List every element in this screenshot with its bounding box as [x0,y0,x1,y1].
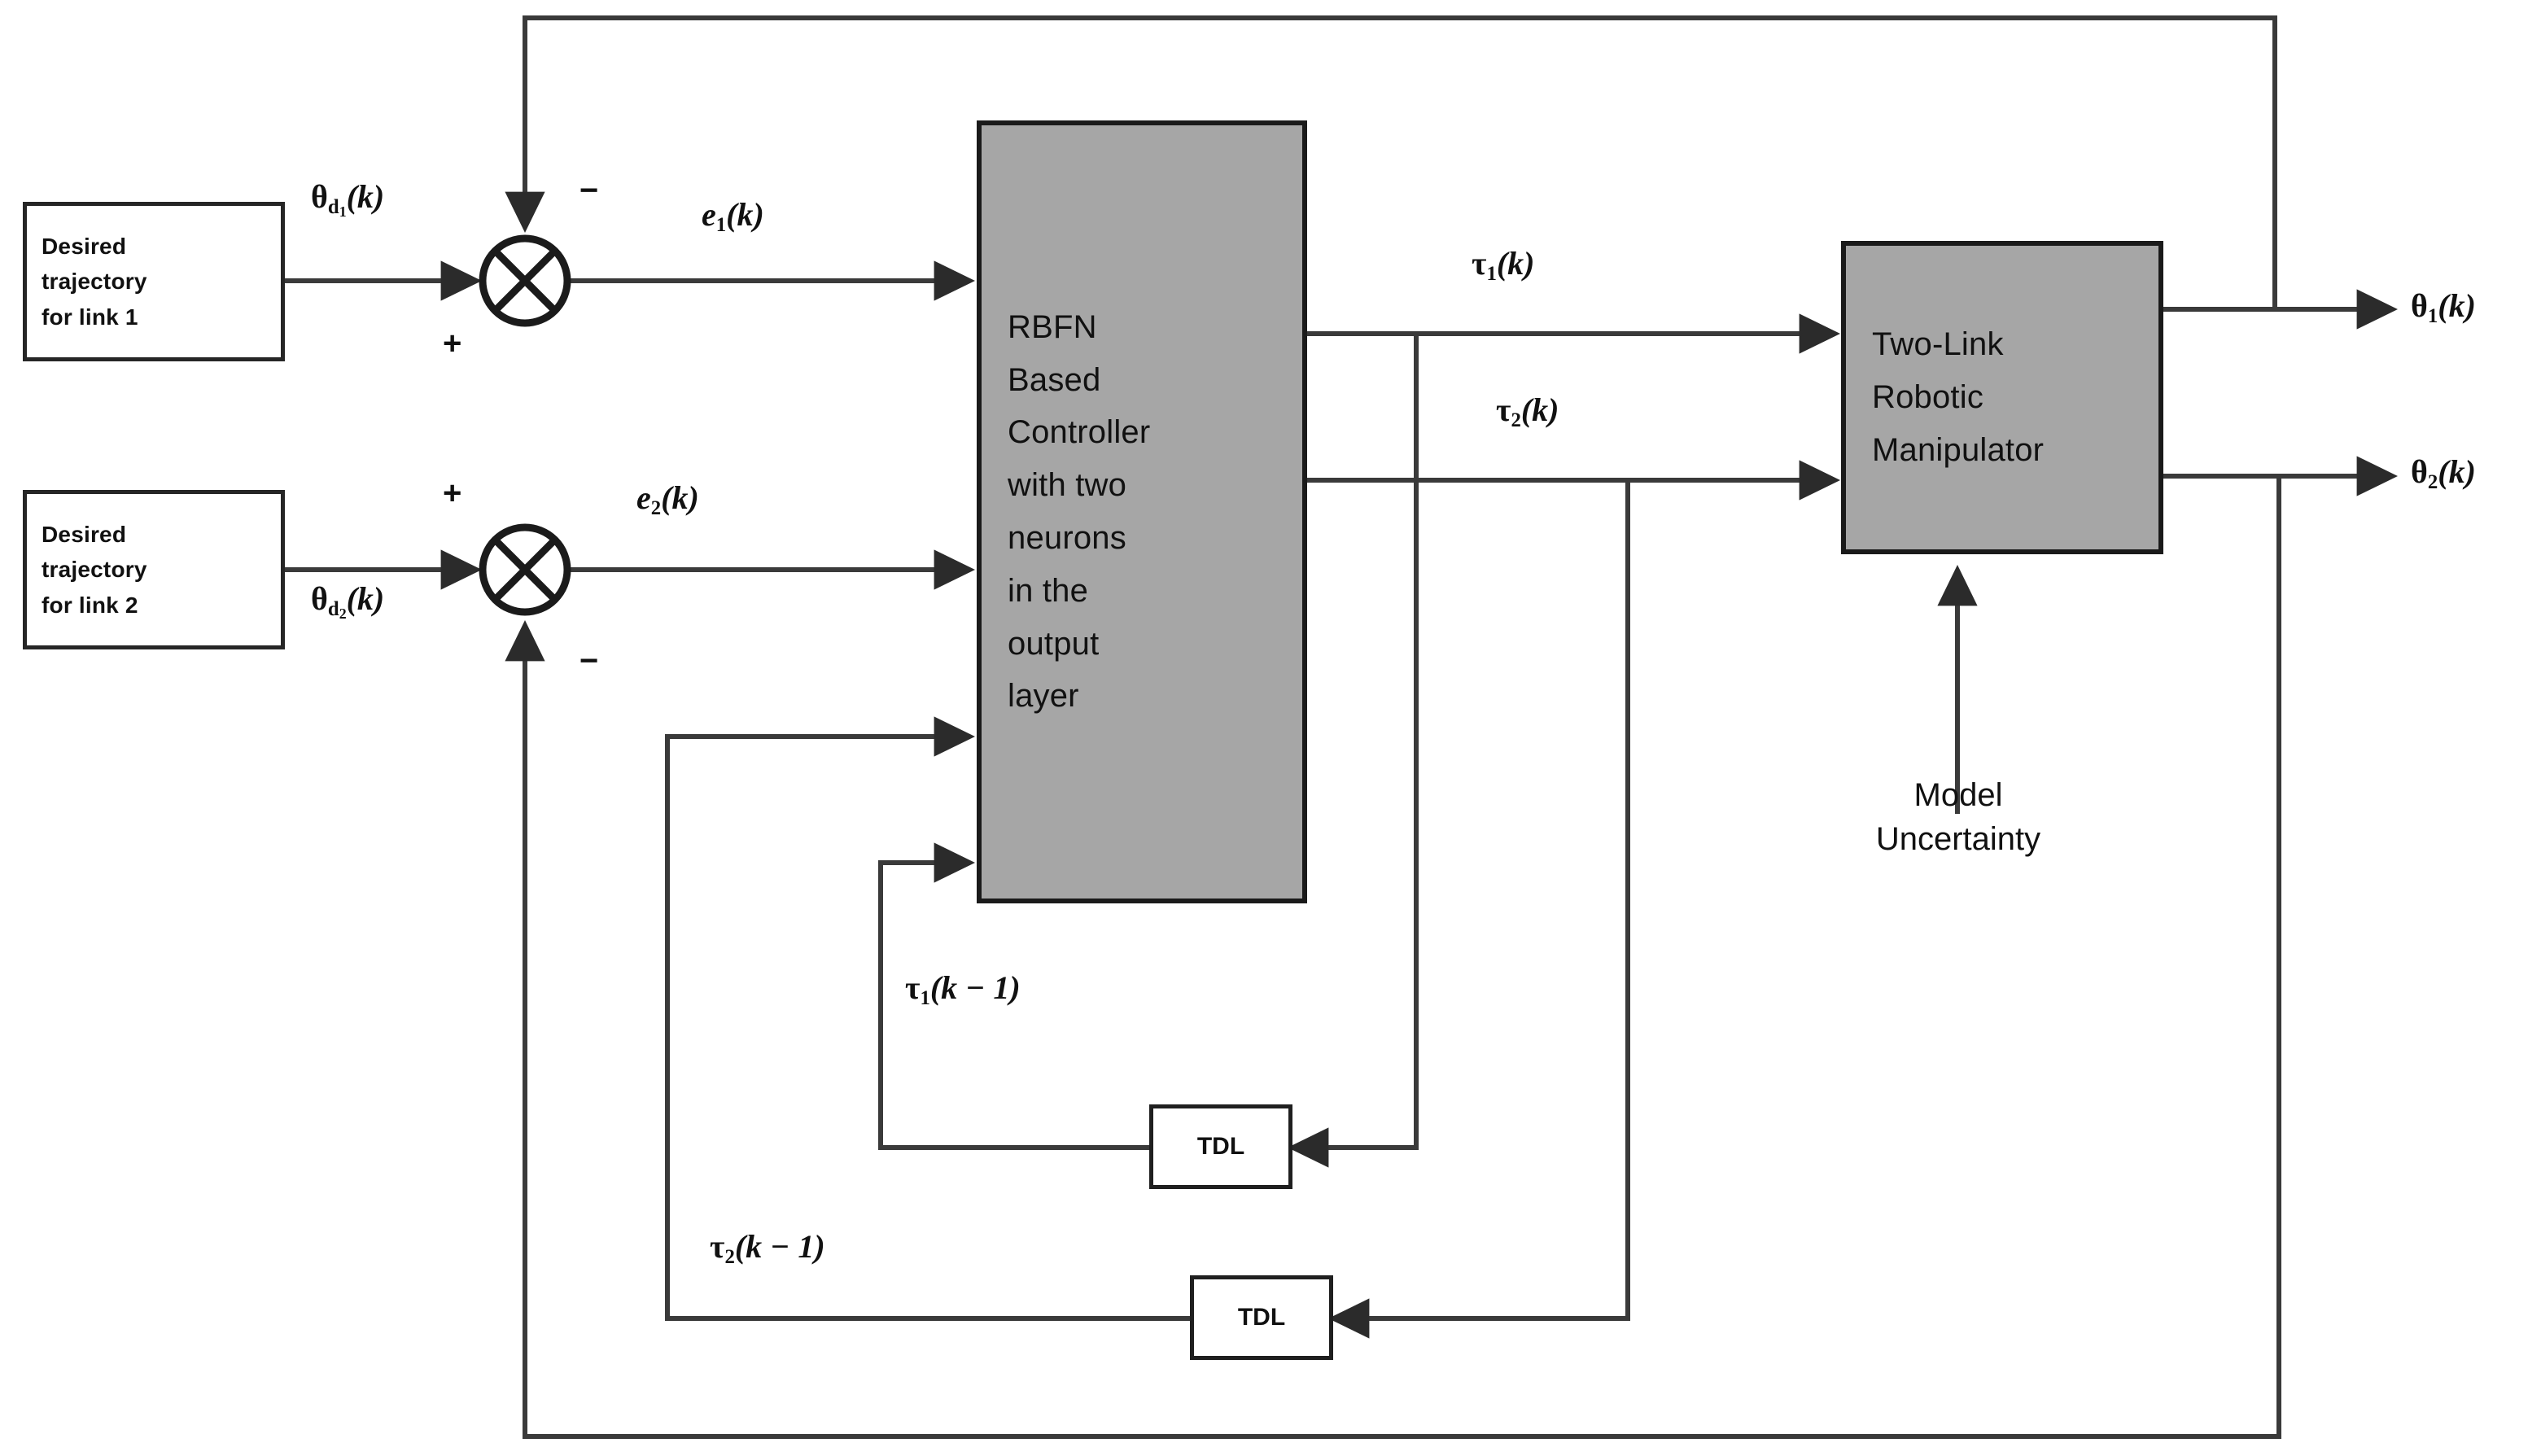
theta1-base: θ [2411,287,2428,324]
e1-base: e [702,196,716,233]
summing-junction-1 [479,234,571,327]
desired-link2-line-3: for link 2 [42,592,138,618]
label-e1: e1(k) [702,195,764,237]
theta2-sub: 2 [2427,470,2438,493]
tau2d-arg: (k − 1) [734,1228,825,1265]
label-tau1: τ1(k) [1472,244,1534,286]
block-desired-trajectory-link1[interactable]: Desired trajectory for link 1 [23,202,285,361]
theta-d1-arg: (k) [346,178,385,215]
wire-tau1-branch-to-tdl1 [1288,334,1419,1168]
desired-link1-line-3: for link 1 [42,304,138,330]
theta-d2-sub: d [327,597,339,620]
label-model-uncertainty: Model Uncertainty [1815,773,2101,861]
theta2-arg: (k) [2438,453,2476,490]
rbfn-line-1: RBFN [1008,308,1097,345]
plant-line-1: Two-Link [1872,326,2004,363]
summing-junction-2 [479,523,571,616]
block-tdl-1[interactable]: TDL [1149,1104,1292,1189]
desired-link2-line-2: trajectory [42,557,147,583]
model-uncertainty-line-1: Model [1913,777,2003,813]
rbfn-line-8: layer [1008,678,1079,715]
rbfn-line-2: Based [1008,361,1101,398]
block-tdl-2[interactable]: TDL [1190,1275,1333,1360]
theta2-base: θ [2411,453,2428,490]
plant-line-3: Manipulator [1872,431,2045,468]
label-theta2-output: θ2(k) [2411,453,2476,494]
desired-link1-line-1: Desired [42,233,127,259]
tau2-base: τ [1496,391,1511,428]
label-theta-d1: θd1(k) [311,177,384,221]
sign-sum1-plus: + [443,326,462,361]
e2-base: e [636,479,651,516]
theta1-sub: 1 [2427,304,2438,327]
block-two-link-robotic-manipulator[interactable]: Two-Link Robotic Manipulator [1841,241,2163,554]
tau2d-sub: 2 [724,1245,735,1268]
tau1d-arg: (k − 1) [929,969,1021,1006]
label-tau1-delayed: τ1(k − 1) [905,968,1021,1010]
e2-arg: (k) [661,479,699,516]
e1-arg: (k) [726,196,764,233]
label-tau2-delayed: τ2(k − 1) [710,1227,825,1269]
rbfn-line-6: in the [1008,572,1089,609]
label-tau2: τ2(k) [1496,391,1559,432]
rbfn-line-5: neurons [1008,520,1126,556]
wire-theta1-feedback-top [505,15,2277,309]
theta-d2-base: θ [311,580,328,617]
sign-sum2-minus: − [579,643,599,679]
sign-sum2-plus: + [443,475,462,511]
desired-link2-line-1: Desired [42,521,127,547]
theta-d2-arg: (k) [346,580,385,617]
tau1d-sub: 1 [920,986,930,1009]
label-e2: e2(k) [636,479,699,520]
theta-d2-subsub: 2 [339,605,347,622]
wire-theta2-feedback-bottom [505,476,2281,1439]
model-uncertainty-line-2: Uncertainty [1875,821,2041,857]
tau1-sub: 1 [1486,262,1497,285]
tau2d-base: τ [710,1228,725,1265]
tau1-arg: (k) [1496,245,1535,282]
block-rbfn-controller[interactable]: RBFN Based Controller with two neurons i… [977,120,1307,903]
tau2-sub: 2 [1511,409,1521,431]
e1-sub: 1 [715,213,727,236]
label-theta-d2: θd2(k) [311,579,384,623]
label-theta1-output: θ1(k) [2411,286,2476,328]
tau2-arg: (k) [1520,391,1559,428]
rbfn-line-3: Controller [1008,414,1151,451]
desired-link1-line-2: trajectory [42,269,147,295]
rbfn-line-7: output [1008,625,1100,662]
tau1d-base: τ [905,969,921,1006]
tdl1-label: TDL [1196,1133,1245,1160]
theta-d1-subsub: 1 [339,203,347,220]
plant-line-2: Robotic [1872,379,1984,416]
theta-d1-base: θ [311,178,328,215]
wire-tau2-branch-to-tdl2 [1328,480,1630,1339]
block-desired-trajectory-link2[interactable]: Desired trajectory for link 2 [23,490,285,649]
theta-d1-sub: d [327,195,339,218]
wire-tdl2-to-rbfn [665,716,1190,1321]
tdl2-label: TDL [1237,1304,1286,1331]
sign-sum1-minus: − [579,173,599,208]
theta1-arg: (k) [2438,287,2476,324]
tau1-base: τ [1472,245,1487,282]
rbfn-line-4: with two [1008,467,1127,504]
wire-tdl1-to-rbfn [878,842,1149,1150]
e2-sub: 2 [650,496,662,519]
